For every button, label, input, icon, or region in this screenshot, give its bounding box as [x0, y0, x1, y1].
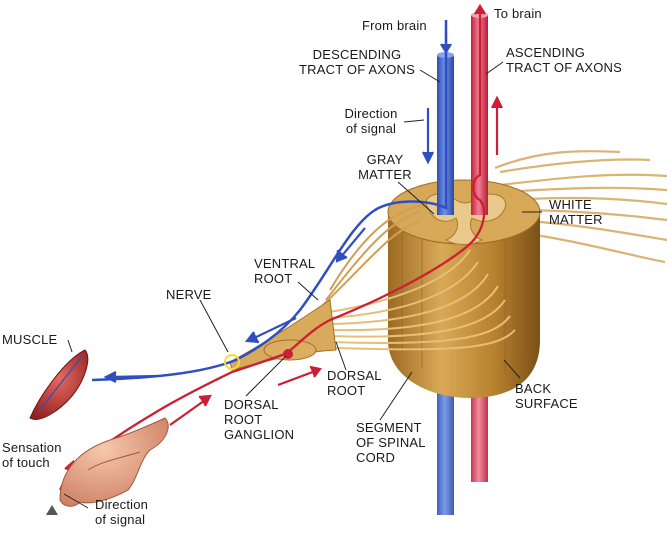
label-nerve: NERVE	[166, 287, 212, 302]
label-dorsal-root-ganglion: DORSAL ROOT GANGLION	[224, 397, 295, 442]
leader-lines	[63, 61, 542, 509]
label-muscle: MUSCLE	[2, 332, 58, 347]
motor-neuron-path	[91, 20, 448, 382]
hand-shape	[59, 417, 169, 507]
label-to-brain: To brain	[494, 6, 542, 21]
ventral-root-fibers	[321, 204, 426, 307]
nerve-marker	[224, 354, 240, 370]
spinal-cord-body	[388, 210, 540, 398]
label-white-matter: WHITE MATTER	[549, 197, 603, 227]
label-segment-of-spinal-cord: SEGMENT OF SPINAL CORD	[356, 420, 426, 465]
label-ascending-tract: ASCENDING TRACT OF AXONS	[506, 45, 622, 75]
label-ventral-root: VENTRAL ROOT	[254, 256, 316, 286]
label-direction-of-signal-top: Direction of signal	[344, 106, 398, 136]
dorsal-fibers	[329, 249, 516, 351]
sensory-neuron-path	[69, 20, 486, 471]
label-gray-matter: GRAY MATTER	[358, 152, 412, 182]
label-descending-tract: DESCENDING TRACT OF AXONS	[299, 47, 415, 77]
label-dorsal-root: DORSAL ROOT	[327, 368, 382, 398]
label-back-surface: BACK SURFACE	[515, 381, 578, 411]
label-from-brain: From brain	[362, 18, 427, 33]
label-direction-of-signal-bottom: Direction of signal	[95, 497, 149, 527]
label-sensation-of-touch: Sensation of touch	[2, 440, 62, 470]
touch-point	[46, 505, 58, 515]
